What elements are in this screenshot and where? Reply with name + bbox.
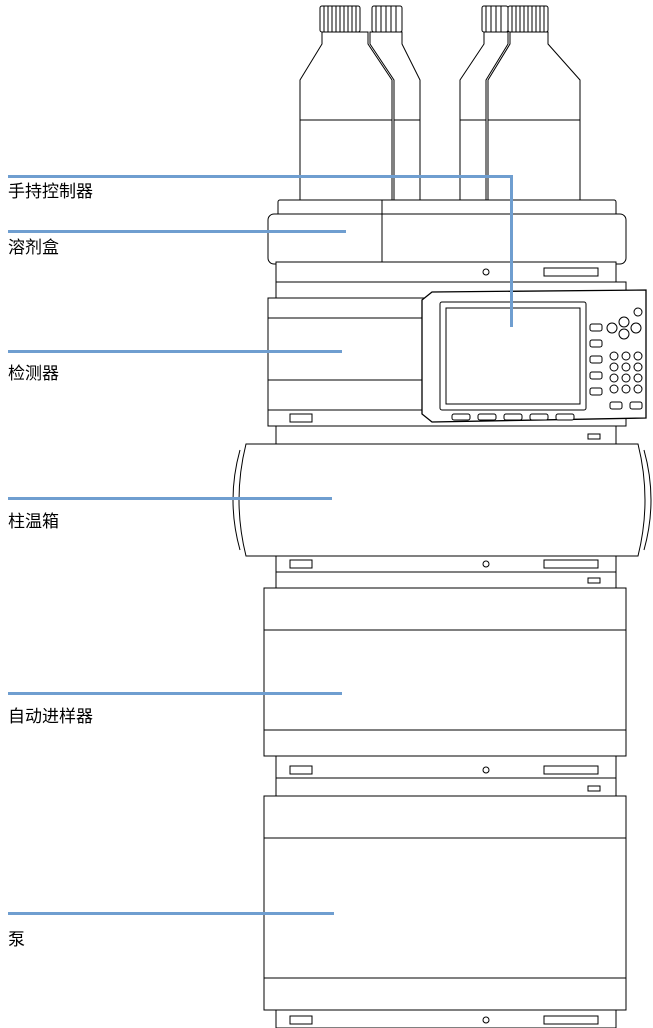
callout-line-solvent [8,230,346,233]
column-compartment-module [232,443,652,589]
handheld-controller-device [421,289,647,423]
label-autosampler: 自动进样器 [8,707,93,727]
label-handheld-controller: 手持控制器 [8,182,93,202]
callout-line-pump [8,912,334,915]
callout-line-column [8,497,332,500]
solvent-bottles [299,5,581,201]
autosampler-module [263,587,627,797]
callout-line-controller-v [510,175,513,327]
label-pump: 泵 [8,930,25,950]
callout-line-autosampler [8,692,342,695]
callout-line-detector [8,350,342,353]
bottle-1 [299,5,393,201]
pump-module [263,795,627,1028]
label-detector: 检测器 [8,364,59,384]
bottle-2 [369,5,421,201]
label-solvent-cabinet: 溶剂盒 [8,238,59,258]
label-column-compartment: 柱温箱 [8,512,59,532]
bottle-4 [487,5,581,201]
solvent-cabinet-module [267,199,627,283]
callout-line-controller-h [8,175,513,178]
